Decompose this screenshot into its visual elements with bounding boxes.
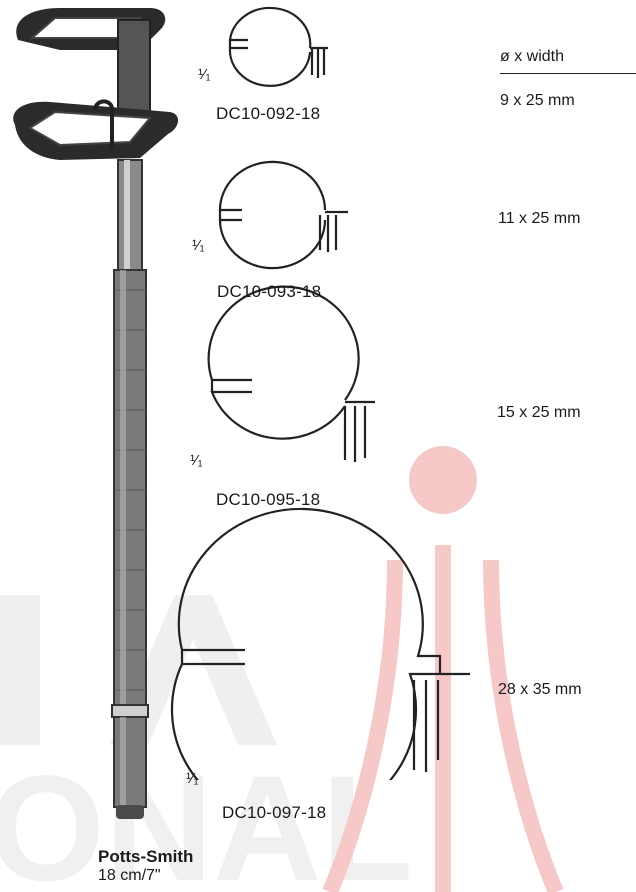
instrument-size: 18 cm/7" — [98, 867, 161, 884]
instrument-name: Potts-Smith — [98, 847, 194, 866]
scale-label: ¹⁄₁ — [186, 770, 199, 787]
header-rule — [500, 73, 636, 74]
product-code: DC10-092-18 — [216, 104, 321, 123]
potts-smith-retractor-image — [13, 8, 179, 819]
scale-label: ¹⁄₁ — [190, 452, 203, 469]
product-code: DC10-095-18 — [216, 490, 321, 509]
dimension-value: 9 x 25 mm — [500, 92, 575, 109]
product-code: DC10-093-18 — [217, 282, 322, 301]
scale-label: ¹⁄₁ — [192, 237, 205, 254]
blade-drawing-092 — [228, 6, 328, 87]
dimension-column-header: ø x width — [500, 48, 565, 65]
product-code: DC10-097-18 — [222, 803, 327, 822]
dimension-value: 11 x 25 mm — [498, 210, 581, 227]
blade-drawings — [170, 6, 470, 780]
scale-label: ¹⁄₁ — [198, 66, 211, 83]
dimension-value: 15 x 25 mm — [497, 404, 581, 421]
dimension-value: 28 x 35 mm — [498, 681, 582, 698]
